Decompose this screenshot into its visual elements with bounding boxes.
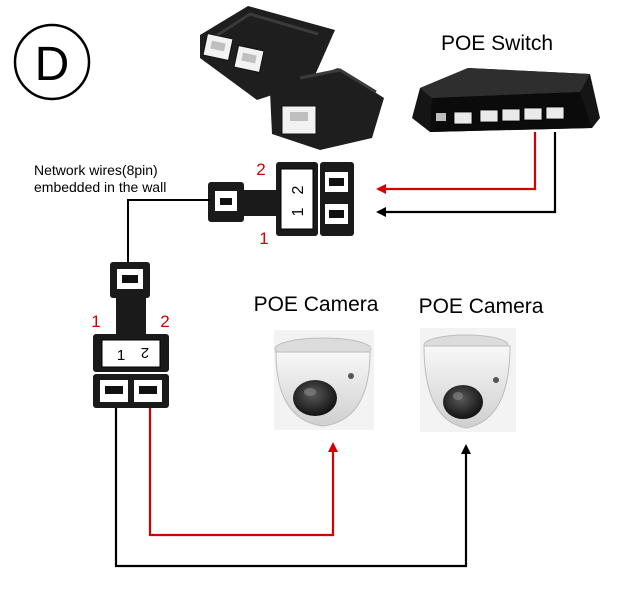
top-splitter-port-upper-label: 2: [256, 160, 265, 179]
wall-wires-label-line1: Network wires(8pin): [34, 162, 158, 178]
top-splitter-inner-upper: 2: [290, 185, 307, 194]
badge-letter: D: [35, 38, 70, 91]
poe-switch-icon: [412, 68, 600, 132]
switch-label: POE Switch: [441, 32, 553, 55]
coupler-photo: [200, 6, 384, 150]
black-wire-switch-to-top-splitter: [376, 132, 557, 217]
top-splitter-inner-lower: 1: [290, 207, 307, 216]
diagram-badge: D: [13, 23, 91, 101]
wall-wires-label-line2: embedded in the wall: [34, 179, 166, 195]
bottom-splitter-port-right-label: 2: [160, 312, 169, 331]
dome-camera-left-icon: [274, 330, 374, 430]
bottom-splitter-inner-left: 1: [117, 347, 125, 364]
dome-camera-right-icon: [420, 328, 516, 432]
wall-wire: [127, 199, 210, 262]
top-splitter-port-lower-label: 1: [259, 229, 268, 248]
red-wire-switch-to-top-splitter: [376, 132, 537, 194]
camera-left-label: POE Camera: [254, 293, 379, 316]
bottom-splitter-port-left-label: 1: [91, 312, 100, 331]
black-wire-splitter-to-right-camera: [114, 408, 471, 568]
top-splitter-icon: [208, 162, 354, 236]
red-wire-splitter-to-left-camera: [148, 408, 338, 537]
camera-right-label: POE Camera: [419, 295, 544, 318]
bottom-splitter-inner-right: 2: [141, 344, 149, 361]
bottom-splitter-icon: [93, 262, 169, 408]
